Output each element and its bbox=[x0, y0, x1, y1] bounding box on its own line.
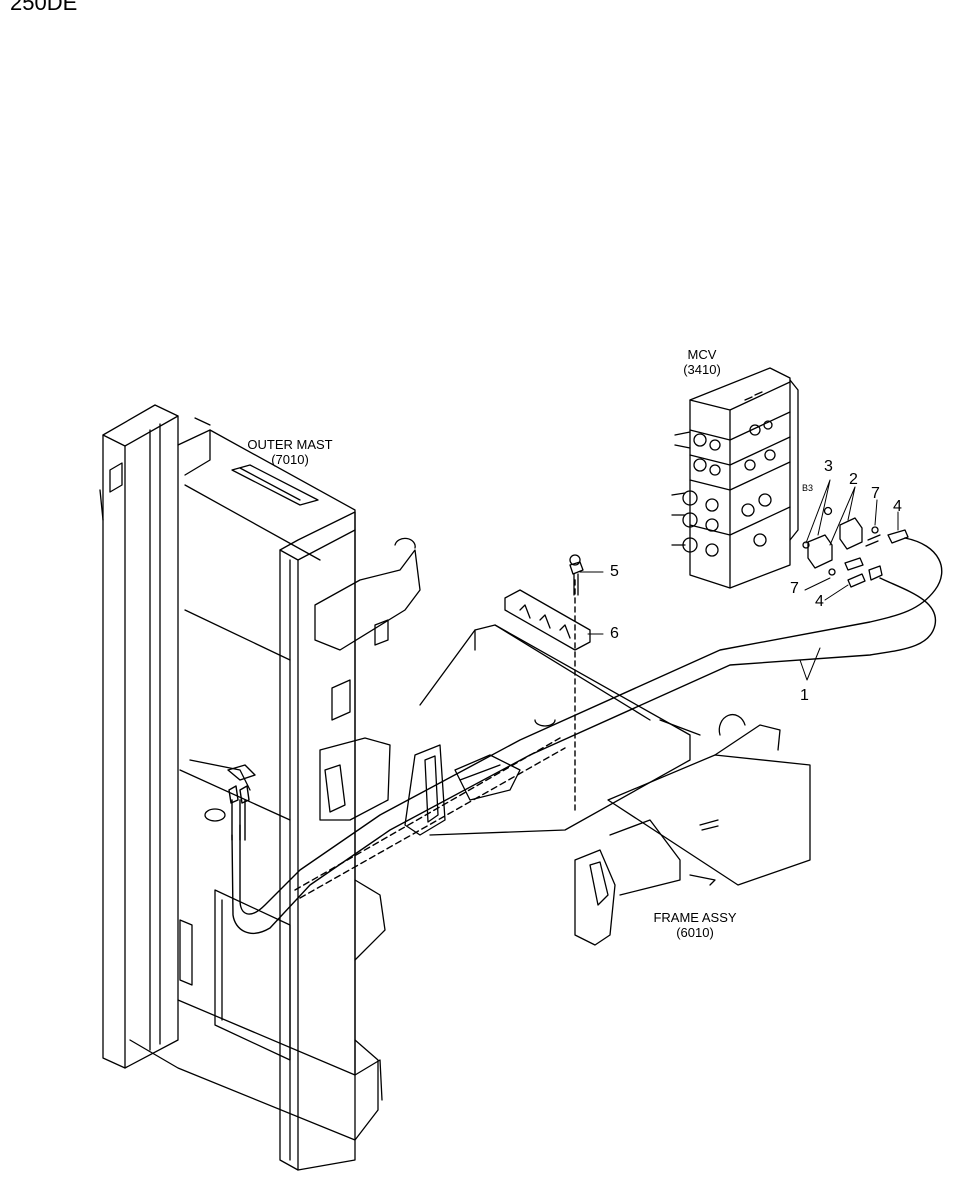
page-title: 250DE bbox=[10, 0, 78, 15]
port-label-b3: B3 bbox=[802, 483, 814, 493]
callout-1: 1 bbox=[800, 687, 809, 704]
callout-3: 3 bbox=[824, 458, 833, 475]
outer-mast-code: (7010) bbox=[271, 452, 309, 467]
callout-2: 2 bbox=[849, 471, 858, 488]
mcv-code: (3410) bbox=[683, 362, 721, 377]
frame-assy-name: FRAME ASSY bbox=[653, 910, 737, 925]
leader-lines bbox=[579, 479, 899, 681]
callout-6: 6 bbox=[610, 625, 619, 642]
callout-7-lower: 7 bbox=[790, 580, 799, 597]
callout-7-upper: 7 bbox=[871, 485, 880, 502]
clamp-bolt-drawing bbox=[504, 554, 591, 651]
outer-mast-name: OUTER MAST bbox=[247, 437, 333, 452]
frame-assy-label: FRAME ASSY (6010) bbox=[640, 910, 750, 940]
outer-mast-label: OUTER MAST (7010) bbox=[235, 437, 345, 467]
frame-assy-drawing bbox=[404, 624, 811, 946]
hose-assembly-drawing bbox=[227, 537, 943, 934]
frame-assy-code: (6010) bbox=[676, 925, 714, 940]
callout-4-upper: 4 bbox=[893, 498, 902, 515]
callout-4-lower: 4 bbox=[815, 593, 824, 610]
mcv-label: MCV (3410) bbox=[672, 347, 732, 377]
outer-mast-drawing bbox=[99, 404, 421, 1171]
fitting-parts-drawing bbox=[802, 506, 909, 588]
mcv-name: MCV bbox=[687, 347, 717, 362]
callout-5: 5 bbox=[610, 563, 619, 580]
mcv-valve-drawing bbox=[671, 367, 799, 589]
